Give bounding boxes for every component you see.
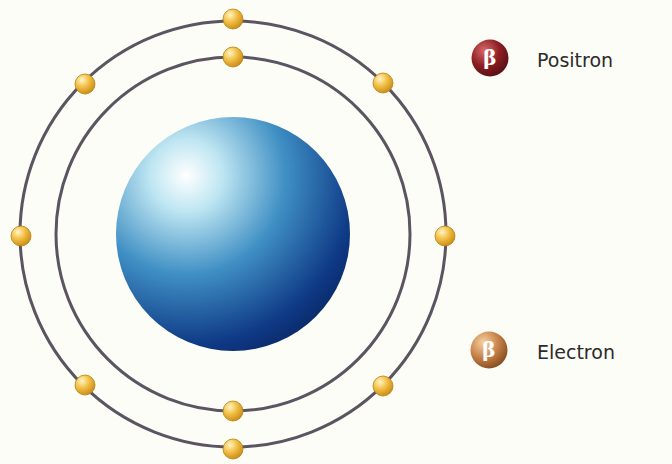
- beta-particle: βPositron: [471, 39, 509, 77]
- nucleus: [116, 117, 350, 351]
- particle-label: Positron: [537, 49, 613, 71]
- electrons: [11, 9, 455, 459]
- particle-label: Electron: [537, 341, 615, 363]
- outer-orbit: [20, 21, 446, 447]
- inner-orbit: [56, 57, 410, 411]
- beta-symbol: β: [471, 39, 509, 77]
- beta-particle: βElectron: [470, 331, 508, 369]
- beta-symbol: β: [470, 331, 508, 369]
